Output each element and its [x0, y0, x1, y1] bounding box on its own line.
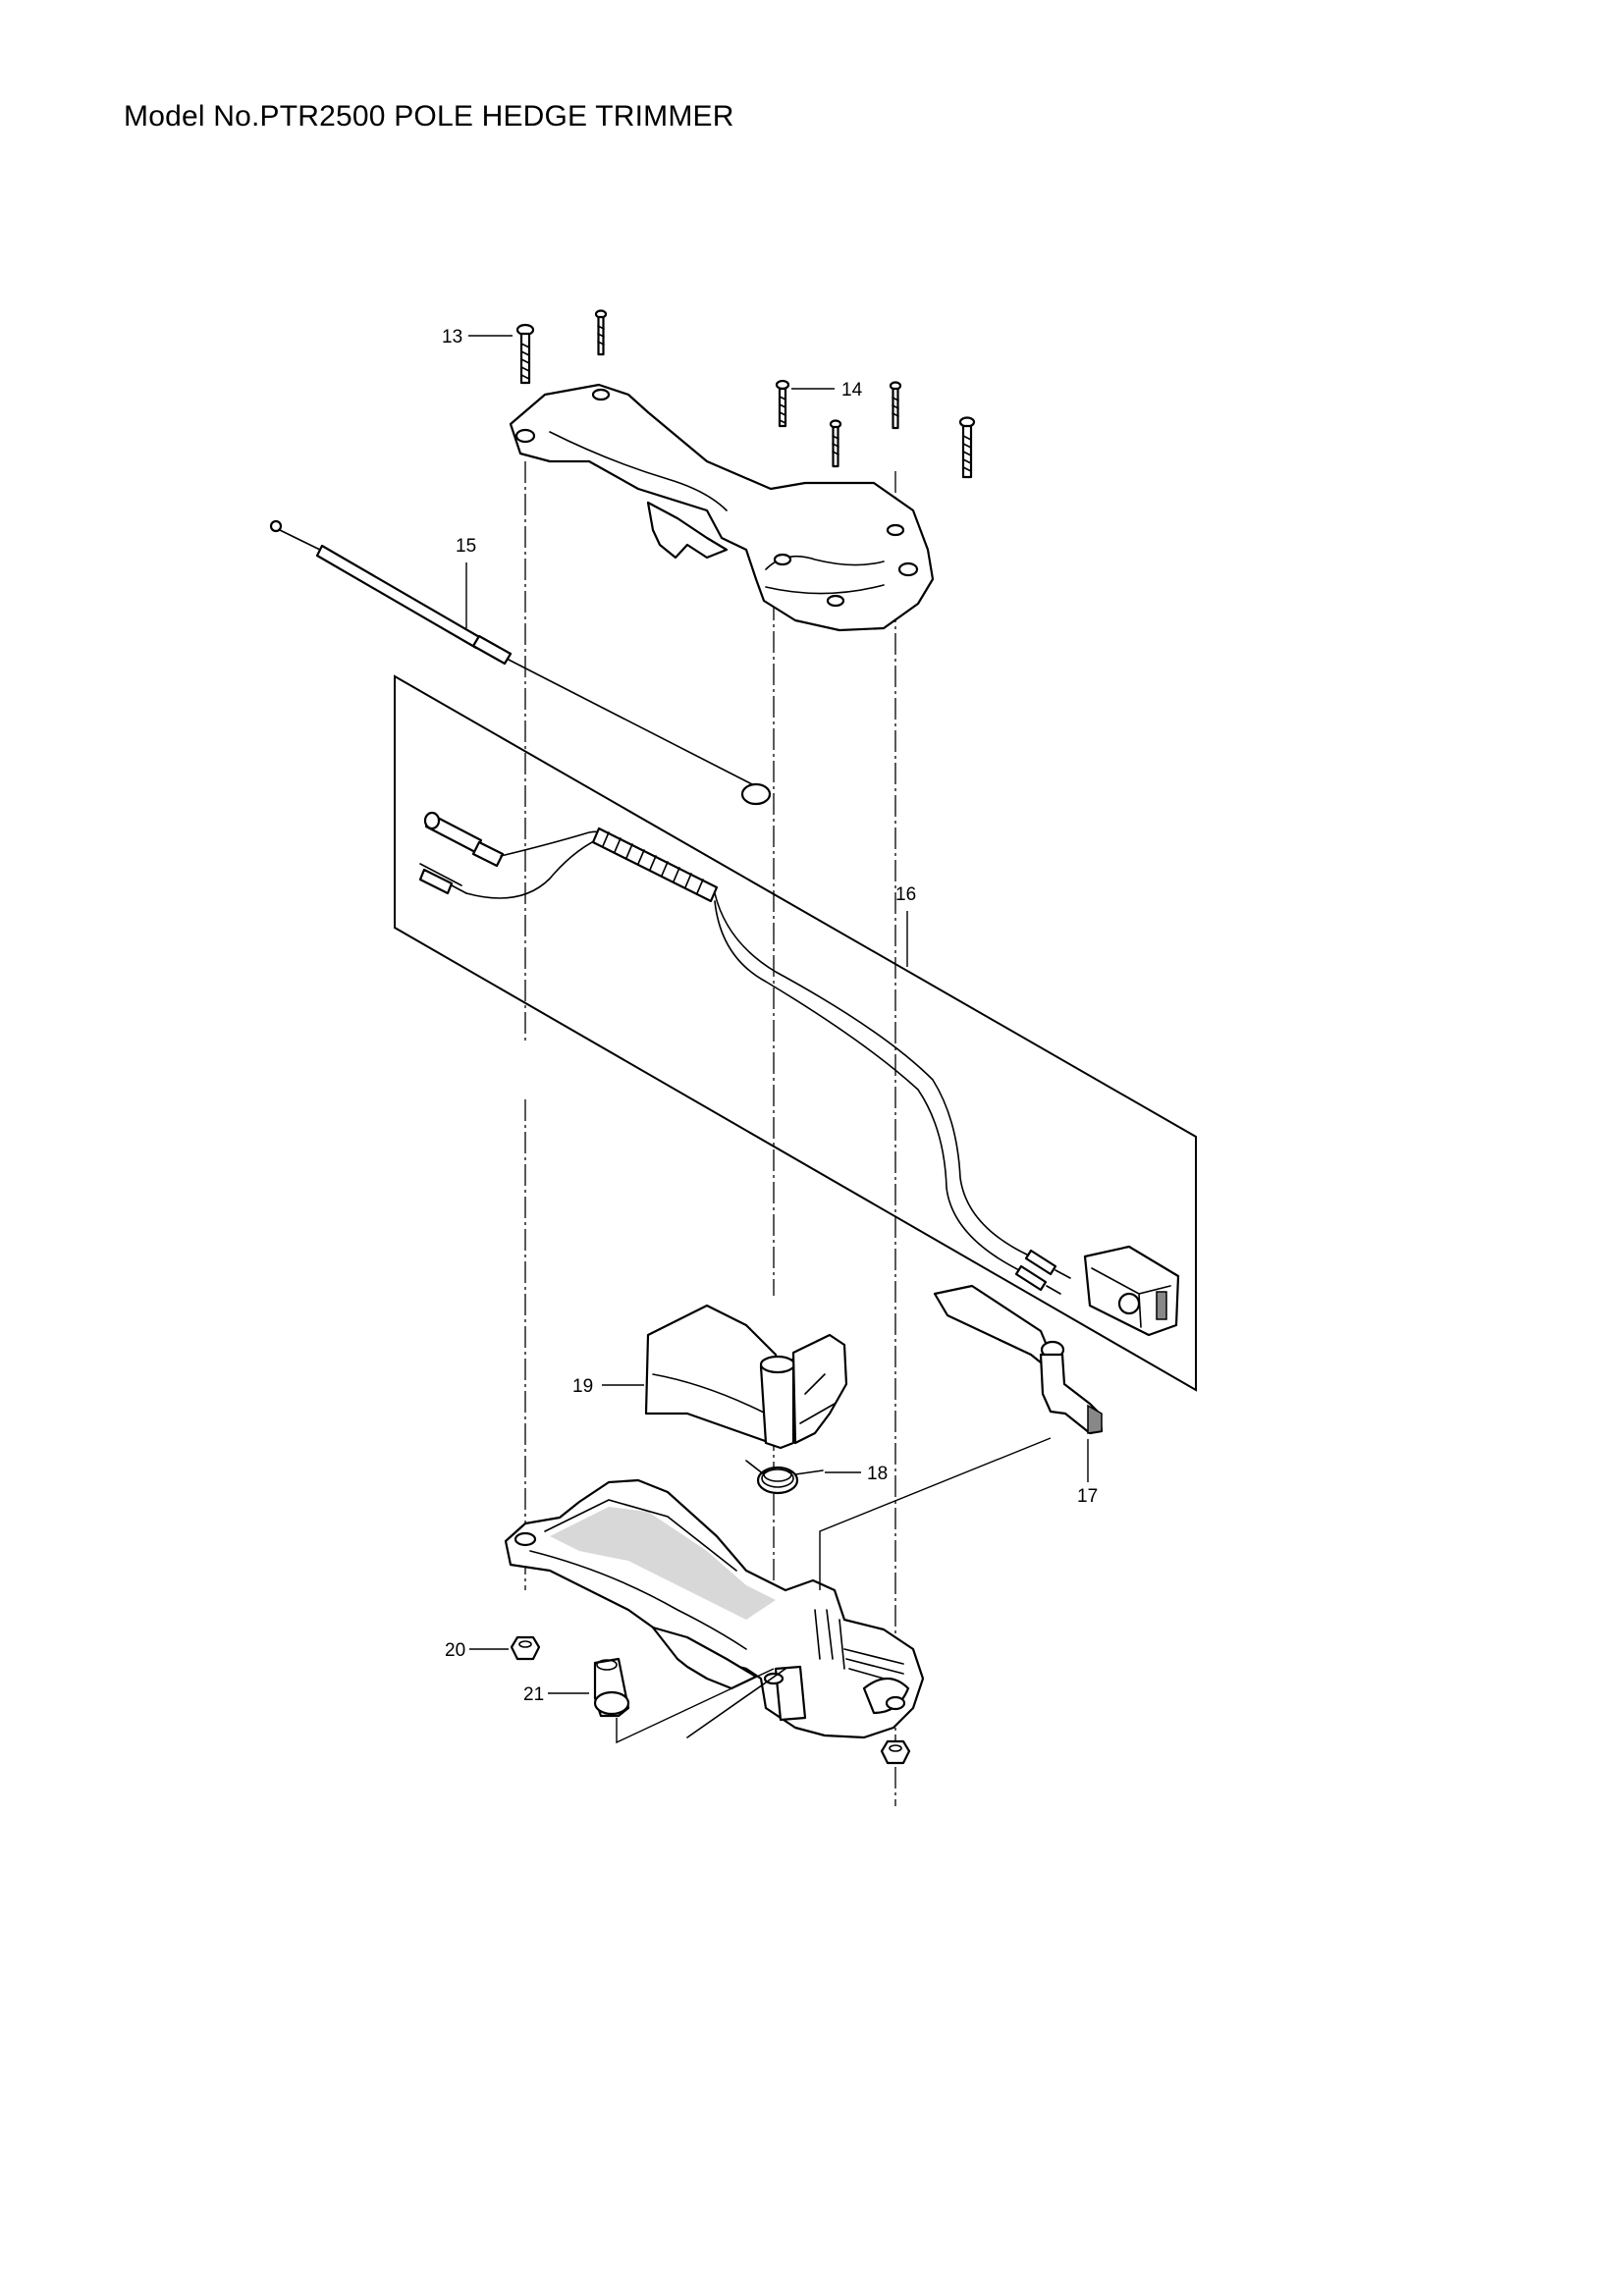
callout-21: 21: [523, 1684, 544, 1705]
page-title: Model No.PTR2500 POLE HEDGE TRIMMER: [124, 100, 734, 133]
throttle-lever-icon: [933, 1284, 1104, 1435]
hex-nut-20[interactable]: [510, 1635, 541, 1661]
hex-nut-icon: [510, 1635, 541, 1661]
screw-icon: [775, 379, 790, 428]
callout-18: 18: [867, 1464, 888, 1484]
upper-handle-housing[interactable]: [509, 383, 935, 632]
screw-right-1[interactable]: [889, 381, 902, 430]
screw-right-2[interactable]: [958, 416, 976, 479]
screw-top[interactable]: [594, 309, 608, 356]
wire-harness-assembly-16[interactable]: [394, 674, 1197, 1392]
screw-13[interactable]: [515, 323, 535, 385]
callout-15: 15: [456, 536, 476, 557]
screw-mid[interactable]: [829, 419, 842, 468]
knob-21[interactable]: [593, 1657, 630, 1718]
lock-lever-19[interactable]: [644, 1304, 848, 1450]
callout-14: 14: [841, 380, 863, 400]
wire-harness-switch-icon: [418, 811, 1180, 1337]
callout-13: 13: [442, 327, 462, 347]
callout-20: 20: [445, 1640, 465, 1661]
screw-14[interactable]: [775, 379, 790, 428]
callout-16: 16: [895, 884, 916, 905]
hex-nut-bottom[interactable]: [880, 1739, 911, 1765]
callout-17: 17: [1077, 1486, 1098, 1507]
callout-19: 19: [572, 1376, 593, 1397]
leader-lines: [465, 335, 1089, 1744]
lower-handle-housing[interactable]: [504, 1478, 925, 1739]
throttle-lever-17[interactable]: [933, 1284, 1104, 1435]
torsion-spring-icon: [745, 1460, 824, 1495]
knob-icon: [593, 1657, 630, 1718]
screw-icon: [515, 323, 535, 385]
throttle-cable-15[interactable]: [269, 519, 772, 806]
throttle-cable-icon: [269, 519, 772, 806]
torsion-spring-18[interactable]: [745, 1460, 824, 1495]
lock-lever-icon: [644, 1304, 848, 1450]
